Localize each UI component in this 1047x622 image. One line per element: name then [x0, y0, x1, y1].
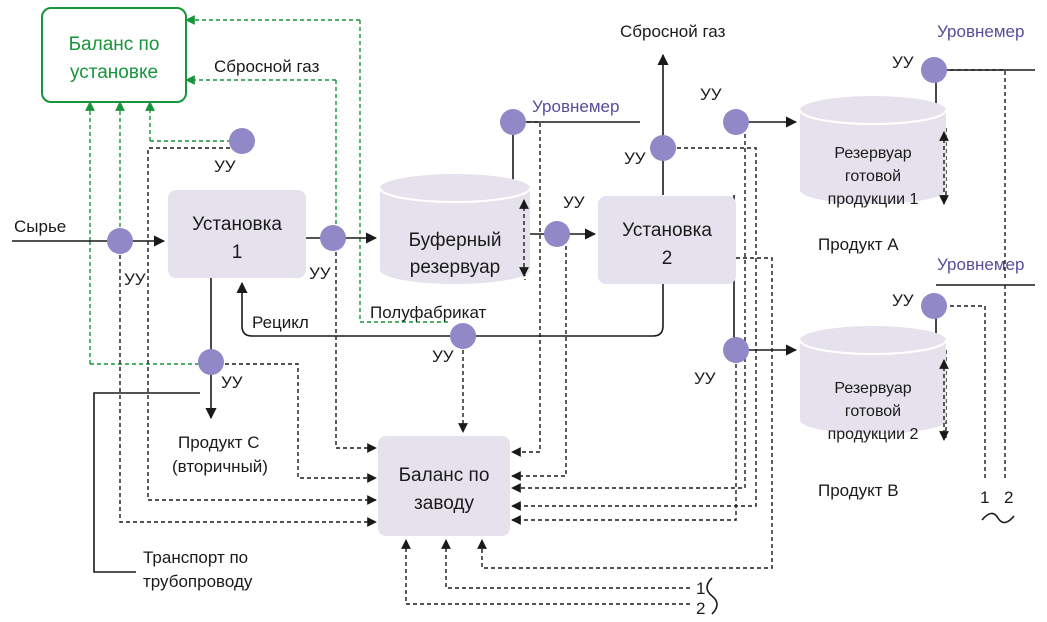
svg-text:готовой: готовой [845, 168, 901, 185]
svg-text:УУ: УУ [432, 347, 454, 366]
buffer-tank: Буферный резервуар [379, 174, 531, 284]
svg-text:Уровнемер: Уровнемер [937, 255, 1024, 274]
svg-text:Баланс по: Баланс по [69, 34, 160, 55]
factory-balance-lines [119, 69, 1006, 605]
svg-text:УУ: УУ [694, 369, 716, 388]
plant-balance-box: Баланс по установке [41, 7, 187, 103]
svg-text:УУ: УУ [892, 53, 914, 72]
factory-balance-box: Баланс по заводу [378, 436, 510, 536]
svg-text:трубопроводу: трубопроводу [143, 572, 253, 591]
svg-text:продукции 1: продукции 1 [828, 191, 919, 208]
unit-1-box: Установка 1 [168, 190, 306, 278]
svg-text:УУ: УУ [221, 373, 243, 392]
svg-text:Сырье: Сырье [14, 217, 66, 236]
meter-node-semiproduct [450, 323, 476, 349]
svg-text:2: 2 [696, 599, 705, 618]
meter-nodes [107, 57, 947, 375]
diagram-labels: Сырье Сбросной газ Сбросной газ Уровнеме… [14, 22, 1024, 618]
break-marks [706, 512, 1015, 615]
svg-text:Продукт В: Продукт В [818, 481, 899, 500]
svg-text:Баланс по: Баланс по [399, 465, 490, 486]
svg-text:Резервуар: Резервуар [834, 380, 911, 397]
meter-node-unit2-in [544, 221, 570, 247]
svg-text:Установка: Установка [192, 214, 282, 235]
meter-node-top-left [229, 128, 255, 154]
svg-text:Продукт С: Продукт С [178, 433, 260, 452]
svg-text:Уровнемер: Уровнемер [532, 97, 619, 116]
svg-text:(вторичный): (вторичный) [172, 457, 268, 476]
svg-text:Установка: Установка [622, 220, 712, 241]
svg-text:УУ: УУ [214, 157, 236, 176]
meter-node-buffer-level [500, 109, 526, 135]
green-balance-lines [85, 15, 448, 365]
svg-text:УУ: УУ [700, 85, 722, 104]
svg-text:УУ: УУ [124, 270, 146, 289]
svg-text:готовой: готовой [845, 403, 901, 420]
svg-text:продукции 2: продукции 2 [828, 426, 919, 443]
svg-text:установке: установке [70, 62, 158, 83]
level-arrows [519, 131, 949, 441]
meter-node-product-a [723, 109, 749, 135]
svg-text:Уровнемер: Уровнемер [937, 22, 1024, 41]
meter-node-product-c [198, 349, 224, 375]
meter-node-product-b [723, 337, 749, 363]
product-tank-2: Резервуар готовой продукции 2 [799, 326, 947, 443]
svg-text:УУ: УУ [892, 291, 914, 310]
svg-text:1: 1 [696, 579, 705, 598]
svg-text:резервуар: резервуар [410, 257, 500, 278]
svg-text:2: 2 [662, 248, 673, 269]
svg-text:Сбросной газ: Сбросной газ [214, 57, 320, 76]
meter-node-tank2-level [921, 293, 947, 319]
svg-text:Продукт А: Продукт А [818, 235, 899, 254]
svg-text:УУ: УУ [563, 193, 585, 212]
svg-text:Рецикл: Рецикл [252, 313, 309, 332]
svg-text:Резервуар: Резервуар [834, 145, 911, 162]
svg-text:2: 2 [1004, 488, 1013, 507]
product-tank-1: Резервуар готовой продукции 1 [799, 96, 947, 208]
svg-text:УУ: УУ [309, 264, 331, 283]
svg-text:Сбросной газ: Сбросной газ [620, 22, 726, 41]
unit-2-box: Установка 2 [598, 196, 736, 284]
meter-node-flare [650, 135, 676, 161]
svg-text:Транспорт по: Транспорт по [143, 548, 248, 567]
meter-node-raw [107, 228, 133, 254]
svg-text:1: 1 [232, 242, 243, 263]
svg-text:Полуфабрикат: Полуфабрикат [370, 303, 487, 322]
meter-node-unit1-out [320, 225, 346, 251]
svg-text:1: 1 [980, 488, 989, 507]
meter-node-tank1-level [921, 57, 947, 83]
svg-text:УУ: УУ [624, 149, 646, 168]
svg-text:Буферный: Буферный [409, 230, 502, 251]
svg-text:заводу: заводу [414, 493, 474, 514]
